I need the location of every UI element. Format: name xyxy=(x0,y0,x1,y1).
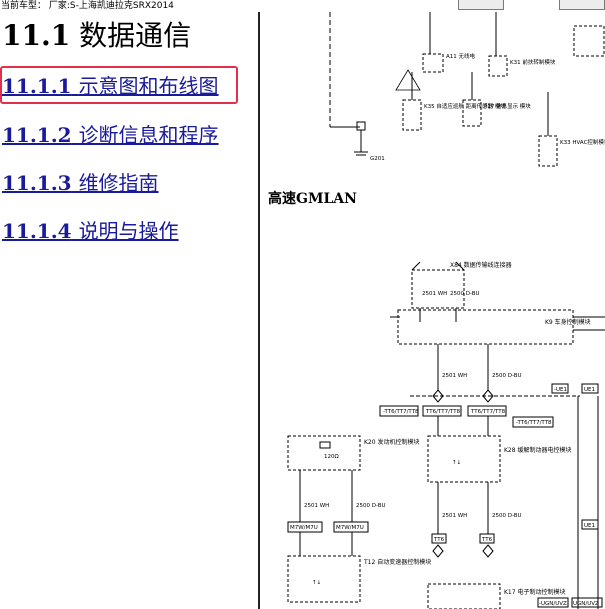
wiring-diagram: G201 A11 无线电 K31 前扶转制模块 K35 自适应巡航 距离传感器 … xyxy=(287,12,605,609)
nav-link-diagnostics[interactable]: 11.1.2 诊断信息和程序 xyxy=(2,123,219,147)
k20-label: K20 发动机控制模块 xyxy=(364,438,419,446)
connector-label: UE1 xyxy=(584,387,595,393)
connector-label: M7W/M7U xyxy=(290,525,318,531)
wiring-diagram-pane: G201 A11 无线电 K31 前扶转制模块 K35 自适应巡航 距离传感器 … xyxy=(260,12,605,609)
wire-label: 2500 D-BU xyxy=(450,291,480,297)
k33-label: K33 HVAC控制模块 xyxy=(560,138,605,146)
section-title: 11.1 数据通信 xyxy=(2,14,191,54)
nav-panel xyxy=(0,12,258,609)
diagram-section-heading: 高速GMLAN xyxy=(268,191,357,207)
connector-label: UGN/UVZ xyxy=(573,601,599,607)
connector-label: M7W/M7U xyxy=(336,525,364,531)
g201-label: G201 xyxy=(370,156,385,162)
wire-label: 2501 WH xyxy=(442,373,467,379)
toolbar-button[interactable] xyxy=(458,0,504,10)
wire-label: 2500 D-BU xyxy=(492,373,522,379)
connector-label: -TT6/TT7/TT8 xyxy=(516,420,552,426)
nav-link-schematics[interactable]: 11.1.1 示意图和布线图 xyxy=(2,74,219,98)
k31-label: K31 前扶转制模块 xyxy=(510,58,556,66)
connector-label: -TT6/TT7/TT8 xyxy=(383,409,419,415)
nav-link-repair[interactable]: 11.1.3 维修指南 xyxy=(2,171,159,195)
a11-label: A11 无线电 xyxy=(446,52,476,60)
pane-divider[interactable] xyxy=(258,12,260,609)
connector-label: -UGN/UVZ xyxy=(539,601,567,607)
top-diagram: G201 A11 无线电 K31 前扶转制模块 K35 自适应巡航 距离传感器 … xyxy=(329,12,605,167)
wire-label: 2500 D-BU xyxy=(492,513,522,519)
svg-text:↑↓: ↑↓ xyxy=(452,459,461,466)
wire-label: 2501 WH xyxy=(442,513,467,519)
k35-label: K35 自适应巡航 距离传感器 模块 xyxy=(424,102,506,110)
t12-label: T12 自动变速器控制模块 xyxy=(363,558,431,566)
title-bar: 当前车型： 厂家:S-上海凯迪拉克SRX2014 xyxy=(0,0,605,12)
connector-label: TT6 xyxy=(481,537,493,543)
wire-label: 2500 D-BU xyxy=(356,503,386,509)
connector-label: UE1 xyxy=(584,523,595,529)
svg-text:↑↓: ↑↓ xyxy=(312,579,321,586)
selected-highlight xyxy=(0,66,238,104)
connector-label: TT6 xyxy=(433,537,445,543)
p17-label: P17 信息显示 模块 xyxy=(484,102,531,110)
k9-label: K9 车身控制模块 xyxy=(545,318,591,326)
section-number: 11.1 xyxy=(2,19,71,52)
resistor-label: 120Ω xyxy=(324,454,339,460)
connector-label: -UE1 xyxy=(554,387,567,393)
k28-label: K28 缓解制动器电控模块 xyxy=(504,446,571,454)
nav-link-operation[interactable]: 11.1.4 说明与操作 xyxy=(2,219,179,243)
connector-label: TT6/TT7/TT8 xyxy=(470,409,506,415)
toolbar-button[interactable] xyxy=(559,0,605,10)
wire-label: 2501 WH xyxy=(422,291,447,297)
k17-label: K17 电子制动控制模块 xyxy=(504,588,565,596)
x84-label: X84 数据传输线连接器 xyxy=(450,261,512,269)
vehicle-label: 当前车型： 厂家:S-上海凯迪拉克SRX2014 xyxy=(1,1,174,11)
connector-label: TT6/TT7/TT8 xyxy=(425,409,461,415)
section-name: 数据通信 xyxy=(79,19,192,52)
wire-label: 2501 WH xyxy=(304,503,329,509)
gmlan-diagram: X84 数据传输线连接器 2501 WH 2500 D-BU K9 车身控制模块… xyxy=(287,261,605,609)
